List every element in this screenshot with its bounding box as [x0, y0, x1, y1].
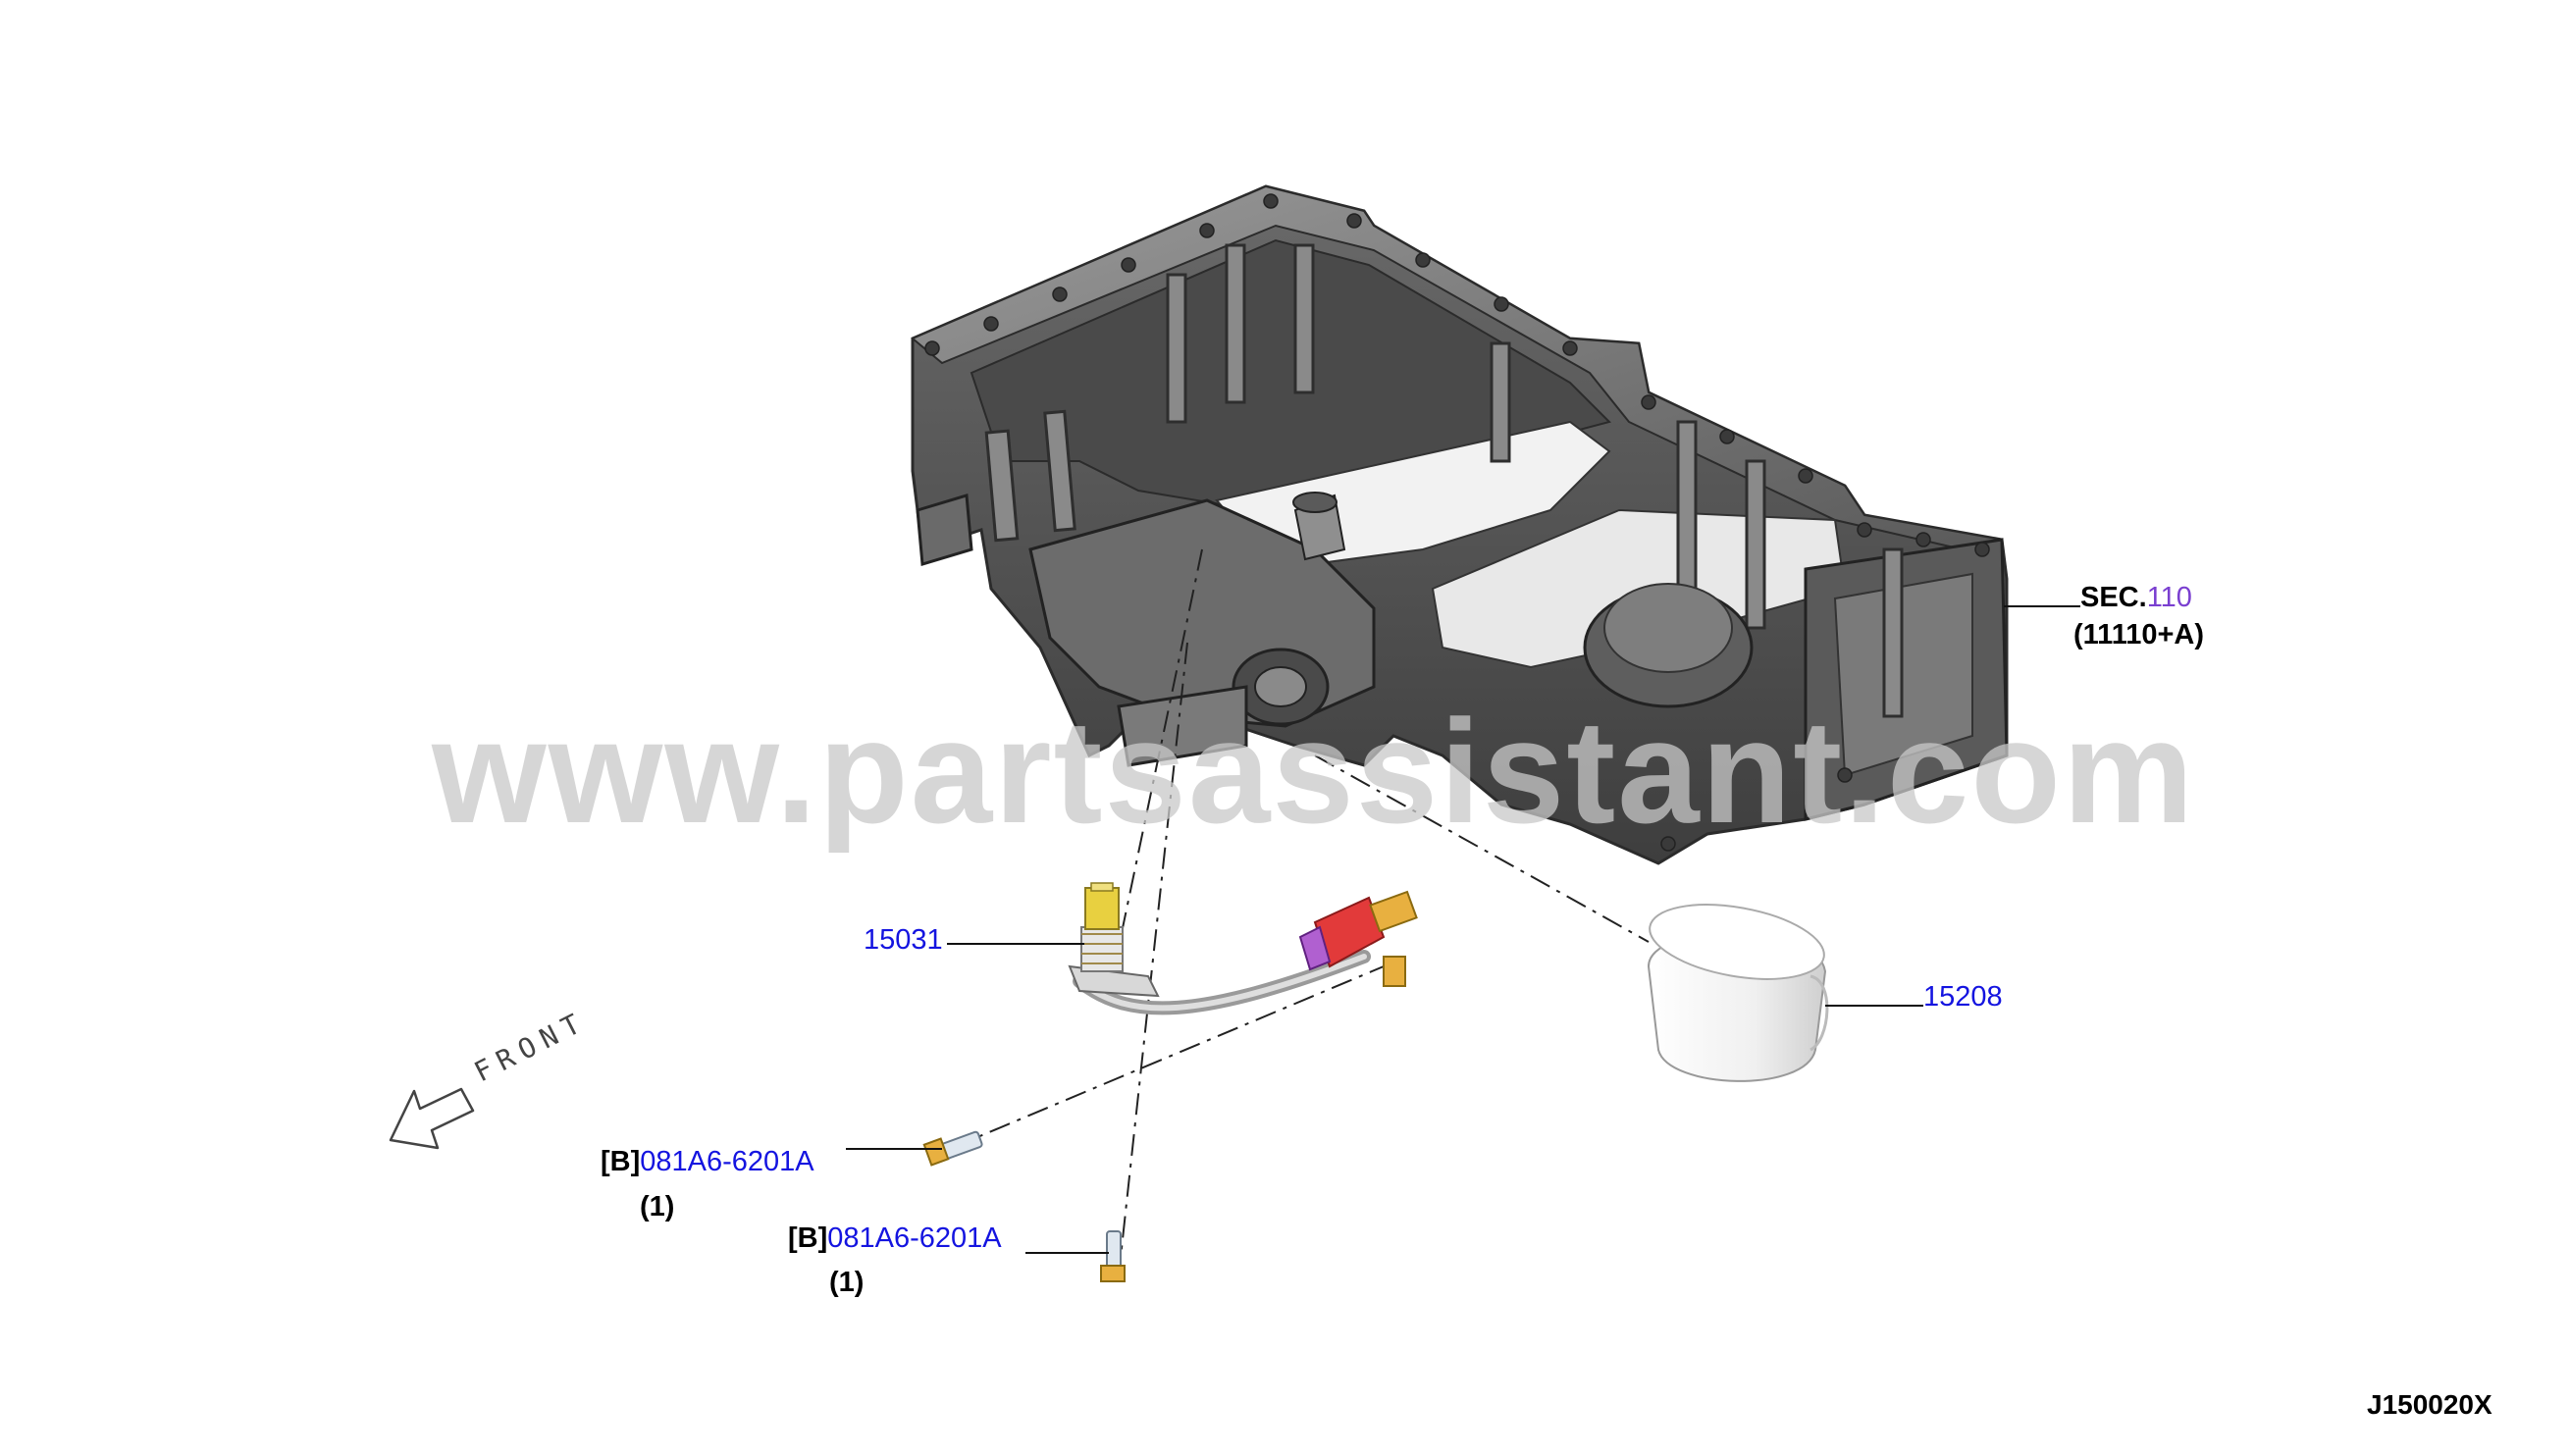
leader-lines	[846, 605, 2080, 1254]
bolt2-part-link[interactable]: 081A6-6201A	[827, 1222, 1002, 1254]
bolt2-bracket: [B]	[788, 1222, 828, 1254]
diagram-code: J150020X	[2367, 1389, 2492, 1420]
bolt1-qty: (1)	[640, 1191, 675, 1222]
sec-subreference: (11110+A)	[2073, 619, 2205, 650]
bolt2-qty: (1)	[829, 1267, 865, 1298]
sec-number-link[interactable]: 110	[2146, 582, 2192, 613]
bolt2-callout: [B]081A6-6201A	[788, 1224, 1002, 1253]
bolt1-callout: [B]081A6-6201A	[601, 1148, 814, 1176]
sec-prefix: SEC.	[2080, 582, 2147, 613]
part-15031-link[interactable]: 15031	[864, 924, 943, 956]
oil-filter-15208	[1647, 904, 1829, 1082]
bolt1-bracket: [B]	[601, 1146, 641, 1177]
sensor-harness-15031	[1068, 882, 1418, 1015]
bolt1-part-link[interactable]: 081A6-6201A	[640, 1146, 814, 1177]
bolt-1	[922, 1130, 983, 1167]
sec-callout[interactable]: SEC.110	[2080, 584, 2192, 612]
front-arrow-icon	[389, 1087, 475, 1150]
oil-pan	[911, 184, 2009, 865]
bolt-2	[1100, 1230, 1126, 1282]
part-15208-link[interactable]: 15208	[1923, 981, 2003, 1013]
assembly-lines	[951, 548, 1650, 1276]
